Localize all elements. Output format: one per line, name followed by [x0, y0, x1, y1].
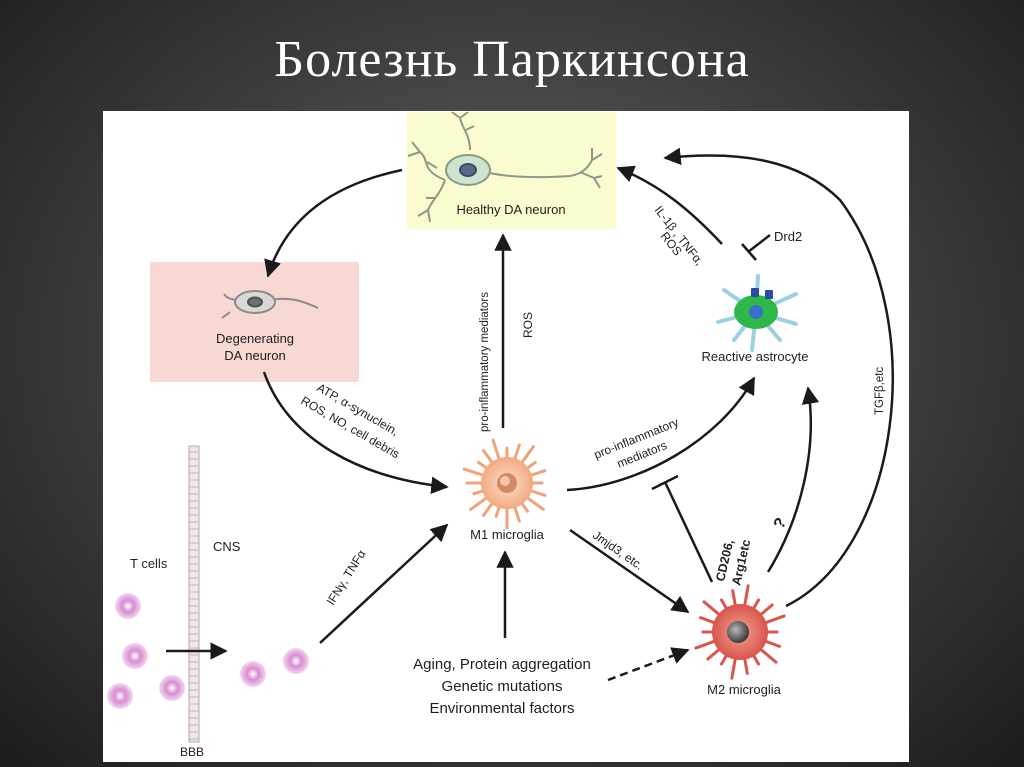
bbb-label: BBB — [180, 745, 204, 759]
t-cell-icon — [240, 661, 266, 687]
slide-title: Болезнь Паркинсона — [274, 31, 750, 88]
tgf-label: TGFβ,etc — [874, 367, 886, 415]
arrow-m2-to-healthy — [663, 147, 894, 608]
t-cell-icon — [107, 683, 133, 709]
degenerating-neuron-icon — [221, 290, 319, 319]
neuron-icon — [407, 111, 603, 223]
t-cell-group — [107, 593, 309, 709]
ifn-label: IFNγ, TNFα — [324, 547, 369, 607]
arrow-healthy-to-degenerating — [264, 168, 403, 278]
t-cell-icon — [115, 593, 141, 619]
diagram-canvas: Healthy DA neuron Degenerating DA neuron… — [107, 111, 894, 759]
m2-microglia-icon — [694, 584, 786, 680]
arrow-factors-to-m2 — [607, 647, 690, 682]
healthy-neuron-label: Healthy DA neuron — [456, 202, 565, 217]
astrocyte-icon — [716, 274, 798, 352]
arrow-degenerating-to-m1 — [262, 371, 449, 495]
inhibit-drd2 — [741, 234, 771, 261]
arrow-tcell-to-m1 — [319, 523, 449, 644]
astrocyte-label: Reactive astrocyte — [702, 349, 809, 364]
pro-inflammatory-vertical-label: pro-inflammatory mediators — [479, 292, 491, 432]
drd2-label: Drd2 — [774, 229, 802, 244]
m1-label: M1 microglia — [470, 527, 544, 542]
m1-microglia-icon — [462, 438, 547, 530]
bbb-barrier — [188, 445, 200, 743]
ros-label: ROS — [521, 312, 535, 338]
degenerating-label-line2: DA neuron — [224, 348, 285, 363]
arrow-m1-to-m2 — [569, 528, 690, 614]
t-cell-icon — [122, 643, 148, 669]
healthy-neuron-box: Healthy DA neuron — [407, 111, 616, 229]
t-cell-icon — [159, 675, 185, 701]
cns-label: CNS — [213, 539, 241, 554]
arrow-m1-to-astrocyte — [566, 376, 756, 492]
arrow-astrocyte-to-healthy — [616, 165, 723, 245]
inhibit-m2-to-m1 — [651, 474, 714, 583]
factors-line1: Aging, Protein aggregation — [413, 656, 591, 673]
factors-line3: Environmental factors — [429, 700, 574, 717]
degenerating-label-line1: Degenerating — [216, 331, 294, 346]
m2-label: M2 microglia — [707, 682, 781, 697]
arrow-m2-to-astrocyte — [766, 386, 820, 573]
diagram-figure: Healthy DA neuron Degenerating DA neuron… — [103, 111, 909, 762]
arrows — [166, 147, 894, 682]
degenerating-neuron-box: Degenerating DA neuron — [150, 262, 359, 382]
t-cells-label: T cells — [130, 556, 168, 571]
t-cell-icon — [283, 648, 309, 674]
factors-line2: Genetic mutations — [442, 678, 563, 695]
question-label: ? — [771, 515, 791, 532]
